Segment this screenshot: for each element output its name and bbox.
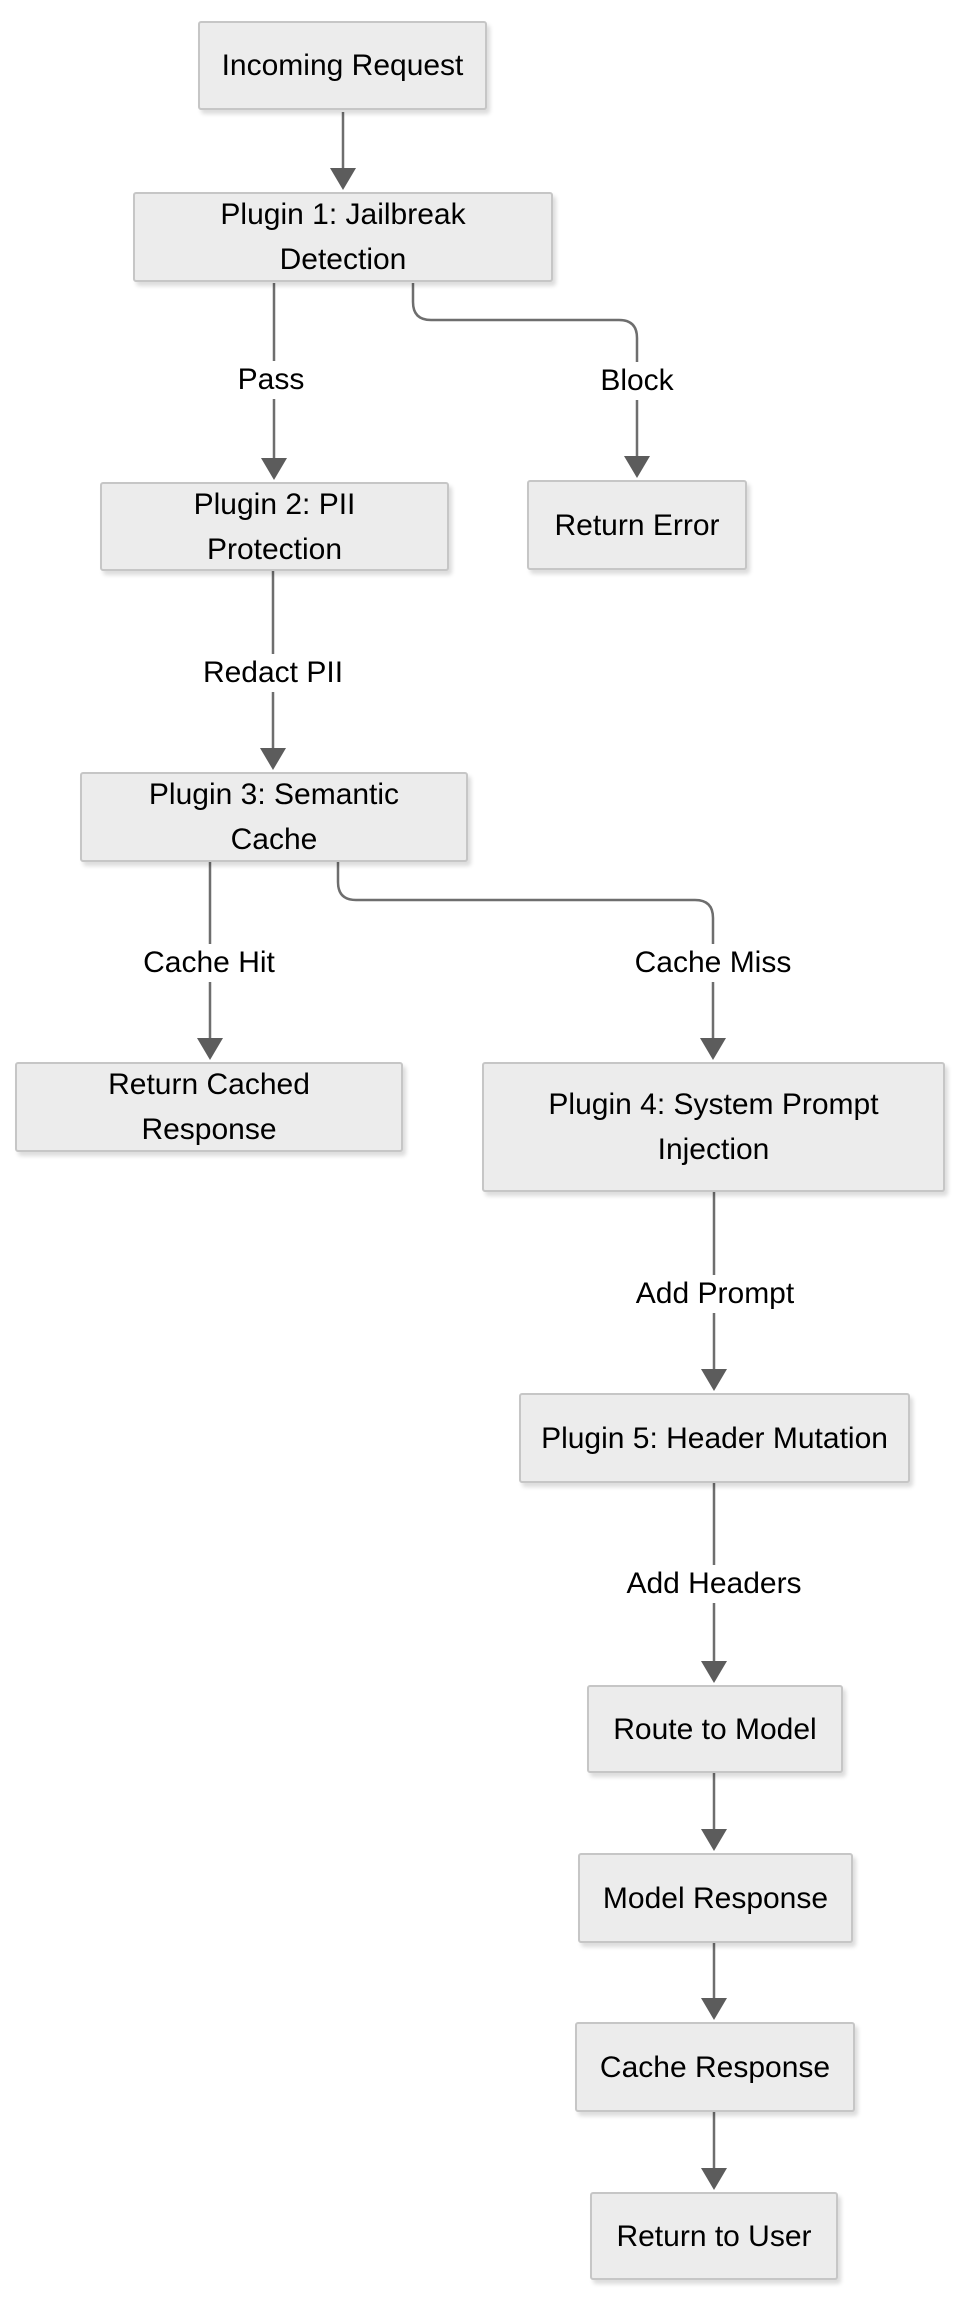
node-plugin5-header-mutation: Plugin 5: Header Mutation <box>519 1393 910 1483</box>
node-plugin2-pii-protection: Plugin 2: PII Protection <box>100 482 449 571</box>
node-label: Route to Model <box>613 1712 817 1746</box>
edge-label-cache-miss: Cache Miss <box>626 944 800 982</box>
edge-label-redact-pii: Redact PII <box>194 654 352 692</box>
node-cache-response: Cache Response <box>575 2022 855 2112</box>
node-plugin3-semantic-cache: Plugin 3: Semantic Cache <box>80 772 468 862</box>
edge-plugin3-to-plugin4-cache-miss <box>336 862 726 1060</box>
node-return-to-user: Return to User <box>590 2192 838 2280</box>
node-label: Plugin 5: Header Mutation <box>541 1421 888 1455</box>
edge-label-cache-hit: Cache Hit <box>135 944 283 982</box>
edge-label-pass: Pass <box>229 361 313 399</box>
edge-model-response-to-cache-response <box>701 1943 727 2020</box>
node-model-response: Model Response <box>578 1853 853 1943</box>
node-label: Return to User <box>616 2219 812 2253</box>
edge-label-block: Block <box>592 362 682 400</box>
edge-incoming-request-to-plugin1 <box>330 112 356 190</box>
node-return-cached-response: Return Cached Response <box>15 1062 403 1152</box>
edge-plugin1-to-return-error-block <box>411 283 650 478</box>
node-label: Incoming Request <box>221 49 464 82</box>
node-plugin4-system-prompt-injection: Plugin 4: System Prompt Injection <box>482 1062 945 1192</box>
edge-label-add-prompt: Add Prompt <box>627 1275 803 1313</box>
node-label: Plugin 2: PII Protection <box>193 487 356 566</box>
node-incoming-request: Incoming Request <box>198 21 487 110</box>
node-plugin1-jailbreak-detection: Plugin 1: Jailbreak Detection <box>133 192 553 282</box>
node-return-error: Return Error <box>527 480 747 570</box>
node-label: Plugin 1: Jailbreak Detection <box>220 198 466 276</box>
node-label: Plugin 4: System Prompt Injection <box>548 1088 879 1166</box>
node-route-to-model: Route to Model <box>587 1685 843 1773</box>
node-label: Return Cached Response <box>108 1068 310 1146</box>
edge-cache-response-to-return-user <box>701 2112 727 2190</box>
node-label: Plugin 3: Semantic Cache <box>148 778 400 856</box>
edge-route-to-model-response <box>701 1773 727 1851</box>
node-label: Return Error <box>554 508 720 542</box>
node-label: Model Response <box>602 1881 829 1915</box>
edge-label-add-headers: Add Headers <box>618 1565 810 1603</box>
node-label: Cache Response <box>599 2050 831 2084</box>
